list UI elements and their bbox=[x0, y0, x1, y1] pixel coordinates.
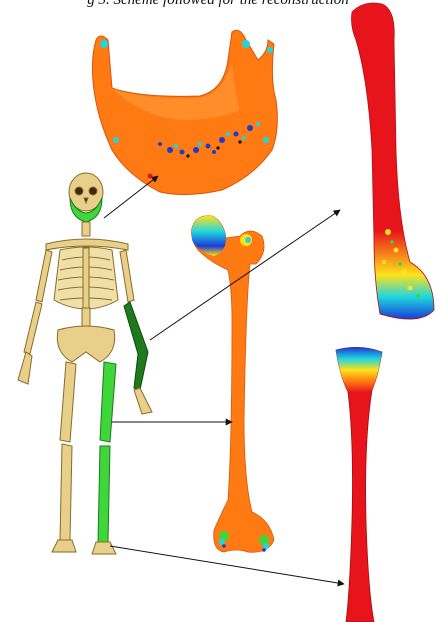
radius-fem-model bbox=[352, 3, 435, 319]
arrow-to-tibia bbox=[110, 546, 344, 584]
arrow-to-mandible bbox=[104, 176, 158, 218]
femur-highlight bbox=[100, 362, 116, 442]
pelvis bbox=[57, 326, 114, 362]
radius-highlight bbox=[124, 302, 148, 390]
tibia-highlight bbox=[98, 446, 110, 542]
mandible-fem-model bbox=[92, 30, 277, 194]
tibia-fem-model bbox=[336, 347, 382, 622]
femur-fem-model bbox=[192, 216, 274, 553]
rib-cage bbox=[54, 247, 118, 309]
skull-icon bbox=[69, 173, 103, 222]
skeleton-figure bbox=[18, 173, 152, 554]
